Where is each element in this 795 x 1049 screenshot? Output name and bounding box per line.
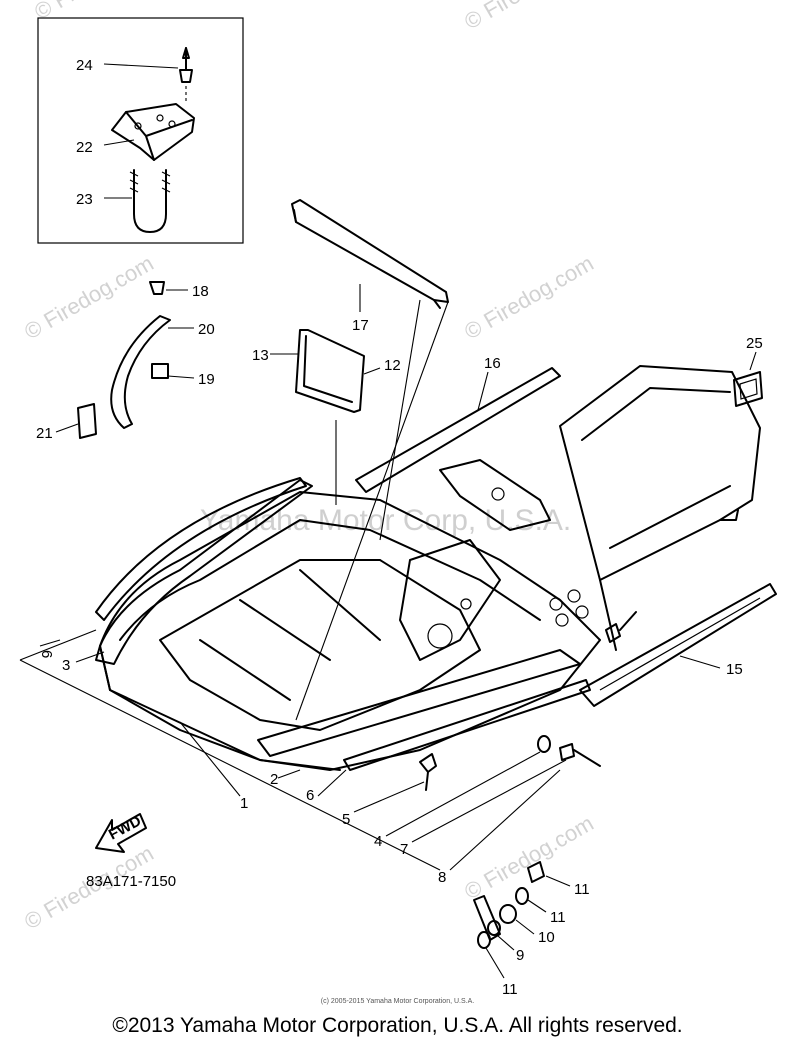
callout-2: 2 <box>270 771 278 788</box>
callout-5: 5 <box>342 811 350 828</box>
callout-19: 19 <box>198 371 215 388</box>
part-16-rail-shape <box>355 367 561 493</box>
part-20-bracket-shape <box>55 281 195 439</box>
callout-8: 8 <box>438 869 446 886</box>
main-body-shape <box>95 299 777 771</box>
watermark-top-left: © Firedog.com <box>30 0 168 24</box>
callout-20: 20 <box>198 321 215 338</box>
callout-1: 1 <box>240 795 248 812</box>
callout-15: 15 <box>726 661 743 678</box>
callout-6-left: 6 <box>38 650 55 658</box>
callout-11-upper: 11 <box>550 909 566 926</box>
copyright-notice: ©2013 Yamaha Motor Corporation, U.S.A. A… <box>112 1014 683 1037</box>
callout-22: 22 <box>76 139 93 156</box>
small-hardware-shapes <box>353 611 637 979</box>
callout-14: 13 <box>252 347 269 364</box>
inset-hitch-box <box>37 17 244 244</box>
callout-3: 3 <box>62 657 70 674</box>
callout-17: 17 <box>352 317 369 334</box>
part-code: 83A171-7150 <box>86 873 176 890</box>
callout-16: 16 <box>484 355 501 372</box>
callout-10: 10 <box>538 929 555 946</box>
small-copyright: (c) 2005-2015 Yamaha Motor Corporation, … <box>320 998 475 1005</box>
callout-18: 18 <box>192 283 209 300</box>
watermark-mid-right: © Firedog.com <box>460 250 598 344</box>
callout-13: 12 <box>384 357 401 374</box>
callout-9: 9 <box>516 947 524 964</box>
callout-23: 23 <box>76 191 93 208</box>
callout-7: 7 <box>400 841 408 858</box>
callout-24: 24 <box>76 57 93 74</box>
callout-21: 21 <box>36 425 53 442</box>
callout-11-lower: 11 <box>502 981 518 998</box>
watermark-top-right: © Firedog.com <box>460 0 598 34</box>
watermark-mid-left: © Firedog.com <box>20 250 158 344</box>
part-14-13-shape <box>295 329 365 505</box>
callout-numbers: 24 22 23 18 20 19 21 17 13 12 16 25 6 3 … <box>36 57 763 998</box>
callout-6-right: 6 <box>306 787 314 804</box>
callout-4: 4 <box>374 833 382 850</box>
callout-leaders <box>19 353 721 871</box>
part-25-emblem-shape <box>733 351 763 407</box>
part-17-shape <box>291 199 449 312</box>
callout-25: 25 <box>746 335 763 352</box>
callout-12: 11 <box>574 881 590 898</box>
